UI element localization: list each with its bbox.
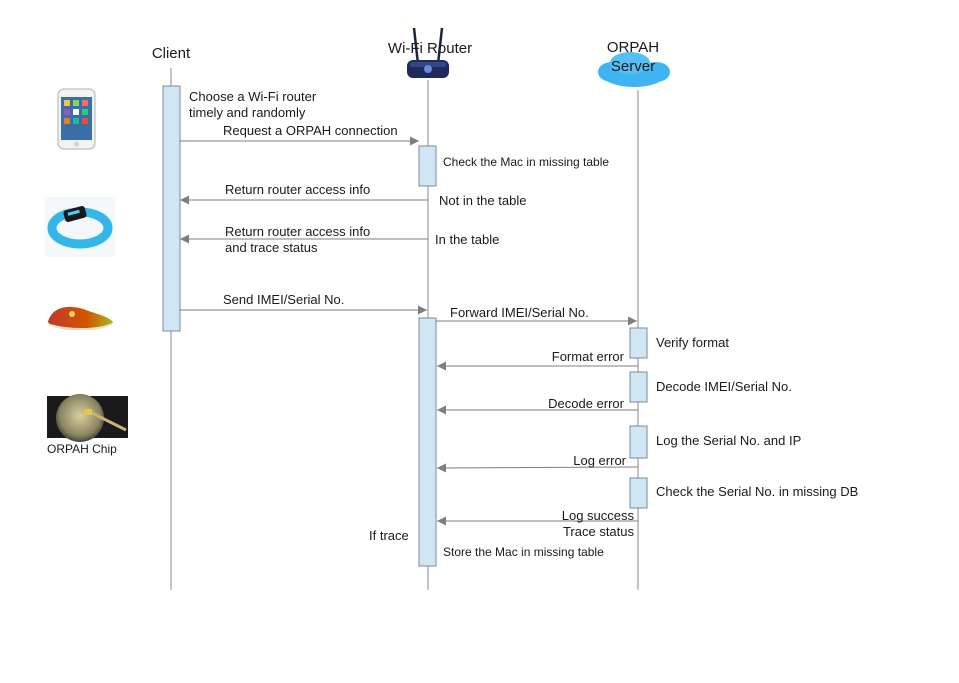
msg-decode-error: Decode error xyxy=(548,396,625,411)
shoe-icon xyxy=(48,306,113,330)
router-activation-forward xyxy=(418,317,437,567)
arrow-log-error xyxy=(436,463,639,473)
router-activation-check xyxy=(418,145,437,187)
msg-request: Request a ORPAH connection xyxy=(223,123,398,138)
participant-client: Client xyxy=(152,45,191,62)
server-activation-verify xyxy=(629,327,648,359)
participant-server-line1: ORPAH xyxy=(607,39,659,56)
msg-return-info: Return router access info xyxy=(225,182,370,197)
note-check-mac: Check the Mac in missing table xyxy=(443,155,609,169)
msg-log-error: Log error xyxy=(573,453,626,468)
server-activation-log xyxy=(629,425,648,459)
server-activation-decode xyxy=(629,371,648,403)
participant-router: Wi-Fi Router xyxy=(388,40,472,57)
msg-send-imei: Send IMEI/Serial No. xyxy=(223,292,344,307)
note-store-mac: Store the Mac in missing table xyxy=(443,545,604,559)
msg-return-info-trace-1: Return router access info xyxy=(225,224,370,239)
msg-log-success: Log success xyxy=(562,508,635,523)
msg-trace-status: Trace status xyxy=(563,524,635,539)
orpah-chip-photo xyxy=(47,394,128,442)
participant-server-line2: Server xyxy=(611,58,655,75)
msg-forward-imei: Forward IMEI/Serial No. xyxy=(450,305,589,320)
msg-return-info-trace-2: and trace status xyxy=(225,240,318,255)
smartphone-icon xyxy=(57,88,96,150)
chip-caption: ORPAH Chip xyxy=(47,442,117,456)
note-verify-format: Verify format xyxy=(656,335,729,350)
wifi-router-icon xyxy=(407,27,449,78)
note-log-serial: Log the Serial No. and IP xyxy=(656,433,801,448)
server-activation-check xyxy=(629,477,648,509)
note-if-trace: If trace xyxy=(369,528,409,543)
note-not-in-table: Not in the table xyxy=(439,193,526,208)
fitness-band-icon xyxy=(45,197,115,257)
note-choose-line1: Choose a Wi-Fi router xyxy=(189,89,317,104)
note-choose-line2: timely and randomly xyxy=(189,105,306,120)
client-activation xyxy=(162,85,181,332)
note-decode: Decode IMEI/Serial No. xyxy=(656,379,792,394)
cloud-icon xyxy=(598,52,670,87)
note-in-table: In the table xyxy=(435,232,499,247)
note-check-serial: Check the Serial No. in missing DB xyxy=(656,484,858,499)
msg-format-error: Format error xyxy=(552,349,625,364)
